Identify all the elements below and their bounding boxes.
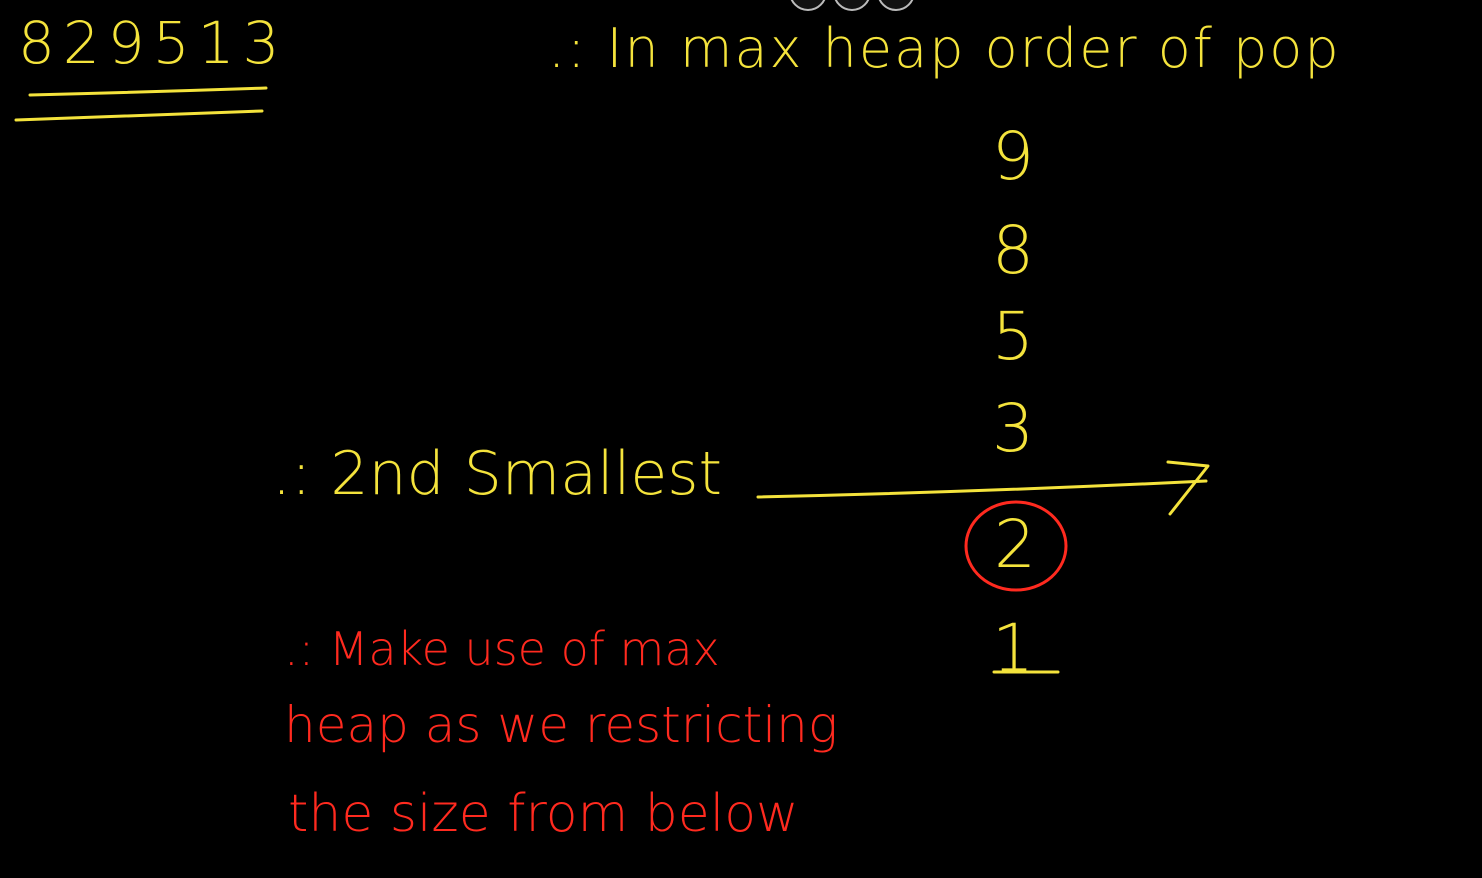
pop-order-item-3: 5 (992, 298, 1034, 375)
top-toolbar-buttons[interactable] (786, 0, 926, 12)
toolbar-button-3 (878, 0, 914, 11)
arrow-line (756, 479, 1208, 499)
red-note-line-3: the size from below (288, 784, 799, 844)
pop-order-item-5: 2 (994, 506, 1036, 583)
pop-order-item-2: 8 (992, 212, 1034, 289)
number-sequence: 829513 (18, 9, 288, 77)
red-note-line-1: .: Make use of max (284, 622, 720, 676)
pop-order-item-1: 9 (992, 118, 1034, 195)
arrow-head (1166, 460, 1210, 516)
toolbar-button-2 (834, 0, 870, 11)
toolbar-button-1 (790, 0, 826, 11)
second-smallest-label: .: 2nd Smallest (272, 439, 723, 509)
pop-order-item-4: 3 (992, 390, 1034, 467)
sequence-underline-1 (28, 86, 268, 97)
pop-order-item-6: 1 (992, 610, 1034, 687)
sequence-underline-2 (14, 109, 264, 122)
heap-order-title: .: In max heap order of pop (548, 17, 1341, 80)
red-note-line-2: heap as we restricting (284, 696, 838, 754)
